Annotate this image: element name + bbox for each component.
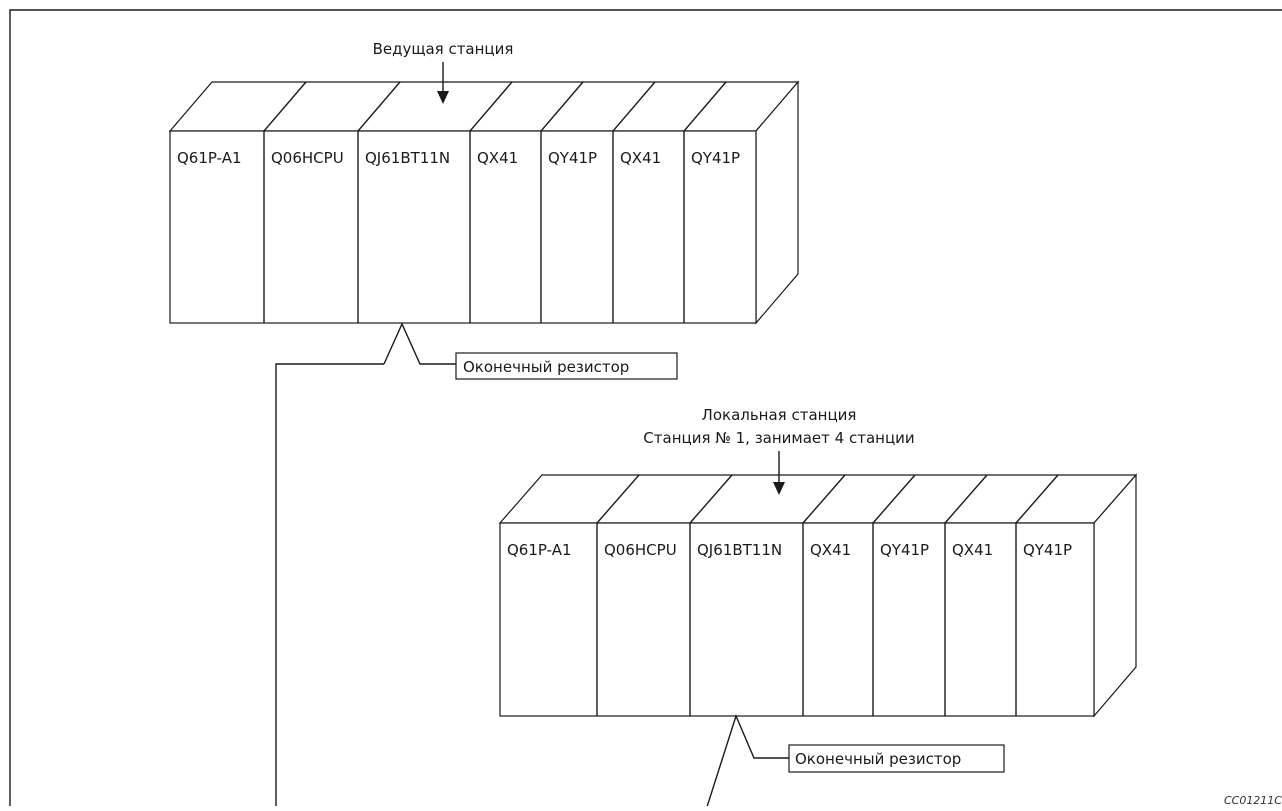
master-rack-top [168, 81, 800, 132]
master-terminator-label: Оконечный резистор [463, 358, 629, 376]
master-slot-labels: Q61P-A1 Q06HCPU QJ61BT11N QX41 QY41P QX41 QY41… [177, 149, 740, 167]
master-slot-top-divider [683, 81, 727, 132]
local-station-caption-line2: Станция № 1, занимает 4 станции [643, 429, 914, 447]
local-slot-label: QX41 [810, 541, 851, 559]
master-slot-top-divider [263, 81, 307, 132]
local-terminator-label: Оконечный резистор [795, 750, 961, 768]
figure-frame [9, 9, 1282, 806]
master-station-rack: Q61P-A1 Q06HCPU QJ61BT11N QX41 QY41P QX41 QY41… [168, 80, 800, 325]
master-slot-label: QY41P [548, 149, 597, 167]
master-slot-top-divider [469, 81, 513, 132]
master-terminator-box [455, 352, 678, 380]
master-top-dividers [263, 81, 727, 132]
local-slot-top-divider [1015, 474, 1059, 524]
local-top-dividers [596, 474, 1059, 524]
master-slot-label: QJ61BT11N [365, 149, 450, 167]
master-slot-top-divider [357, 81, 401, 132]
local-slot-label: Q06HCPU [604, 541, 677, 559]
local-terminator-box [788, 744, 1005, 773]
local-slot-labels: Q61P-A1 Q06HCPU QJ61BT11N QX41 QY41P QX41 QY41… [507, 541, 1072, 559]
master-slot-label: QX41 [620, 149, 661, 167]
master-rack-front [169, 130, 757, 324]
master-station-caption: Ведущая станция [373, 40, 514, 58]
local-slot-label: QY41P [880, 541, 929, 559]
local-slot-top-divider [944, 474, 988, 524]
local-slot-label: QJ61BT11N [697, 541, 782, 559]
local-slot-label: QX41 [952, 541, 993, 559]
local-rack-front [499, 522, 1095, 717]
master-slot-top-divider [612, 81, 656, 132]
figure-code: CC01211C [1224, 794, 1282, 806]
master-front-dividers [263, 131, 685, 323]
local-pointer-arrow [773, 451, 785, 495]
local-slot-top-divider [689, 474, 733, 524]
master-slot-top-divider [540, 81, 584, 132]
local-front-dividers [596, 523, 1017, 716]
local-slot-top-divider [596, 474, 640, 524]
local-slot-label: QY41P [1023, 541, 1072, 559]
local-rack-top [498, 474, 1138, 524]
master-pointer-arrow [437, 62, 449, 104]
local-station-rack: Q61P-A1 Q06HCPU QJ61BT11N QX41 QY41P QX41 QY41… [498, 473, 1138, 718]
master-slot-label: QY41P [691, 149, 740, 167]
local-slot-top-divider [802, 474, 846, 524]
master-terminator-symbol [383, 322, 456, 365]
local-station-caption-line1: Локальная станция [702, 406, 857, 424]
master-slot-label: QX41 [477, 149, 518, 167]
local-slot-label: Q61P-A1 [507, 541, 572, 559]
master-slot-label: Q06HCPU [271, 149, 344, 167]
local-terminator-symbol [705, 713, 789, 811]
master-slot-label: Q61P-A1 [177, 149, 242, 167]
local-slot-top-divider [872, 474, 916, 524]
